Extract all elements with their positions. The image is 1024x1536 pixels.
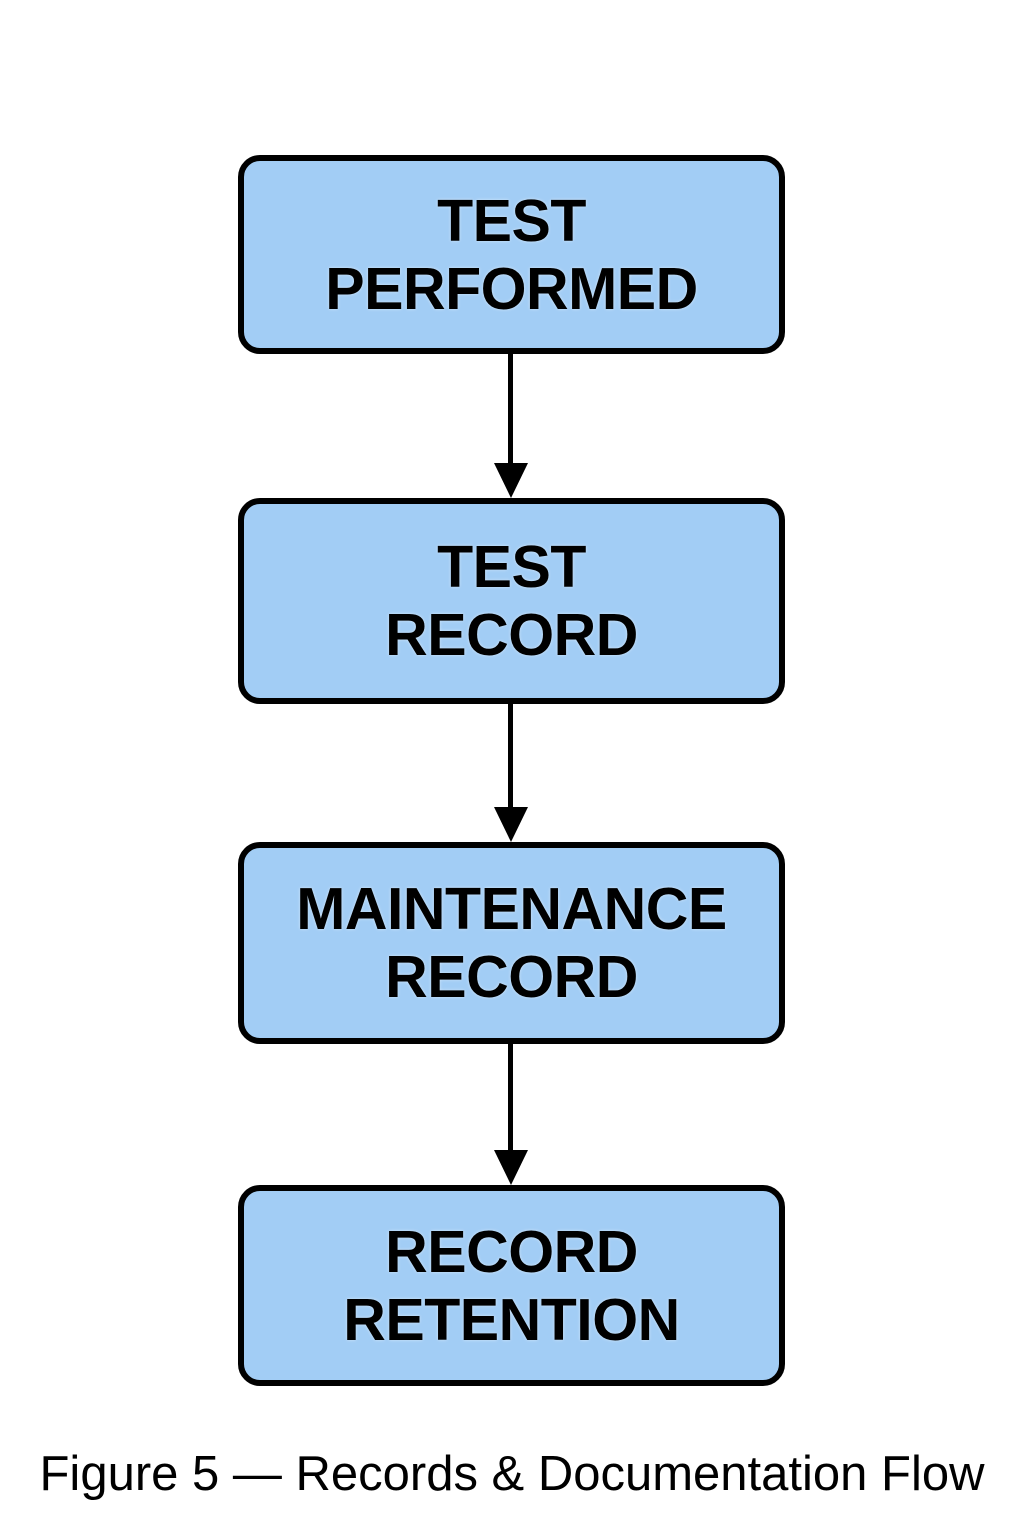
flow-node-record-retention: RECORD RETENTION xyxy=(238,1185,785,1386)
arrow-line xyxy=(508,1043,513,1155)
arrow-line xyxy=(508,353,513,468)
flow-node-test-record: TEST RECORD xyxy=(238,498,785,704)
flow-arrow-3 xyxy=(494,1043,528,1185)
flow-node-label: TEST PERFORMED xyxy=(325,187,698,322)
arrow-line xyxy=(508,703,513,812)
flow-arrow-1 xyxy=(494,353,528,498)
flow-node-test-performed: TEST PERFORMED xyxy=(238,155,785,354)
arrow-head-down-icon xyxy=(494,807,528,842)
flow-node-label: MAINTENANCE RECORD xyxy=(296,876,727,1010)
arrow-head-down-icon xyxy=(494,463,528,498)
flow-node-label: RECORD RETENTION xyxy=(343,1218,680,1353)
arrow-head-down-icon xyxy=(494,1150,528,1185)
flow-arrow-2 xyxy=(494,703,528,842)
flow-node-maintenance-record: MAINTENANCE RECORD xyxy=(238,842,785,1044)
figure-caption: Figure 5 — Records & Documentation Flow xyxy=(39,1447,985,1501)
flow-node-label: TEST RECORD xyxy=(385,534,638,668)
